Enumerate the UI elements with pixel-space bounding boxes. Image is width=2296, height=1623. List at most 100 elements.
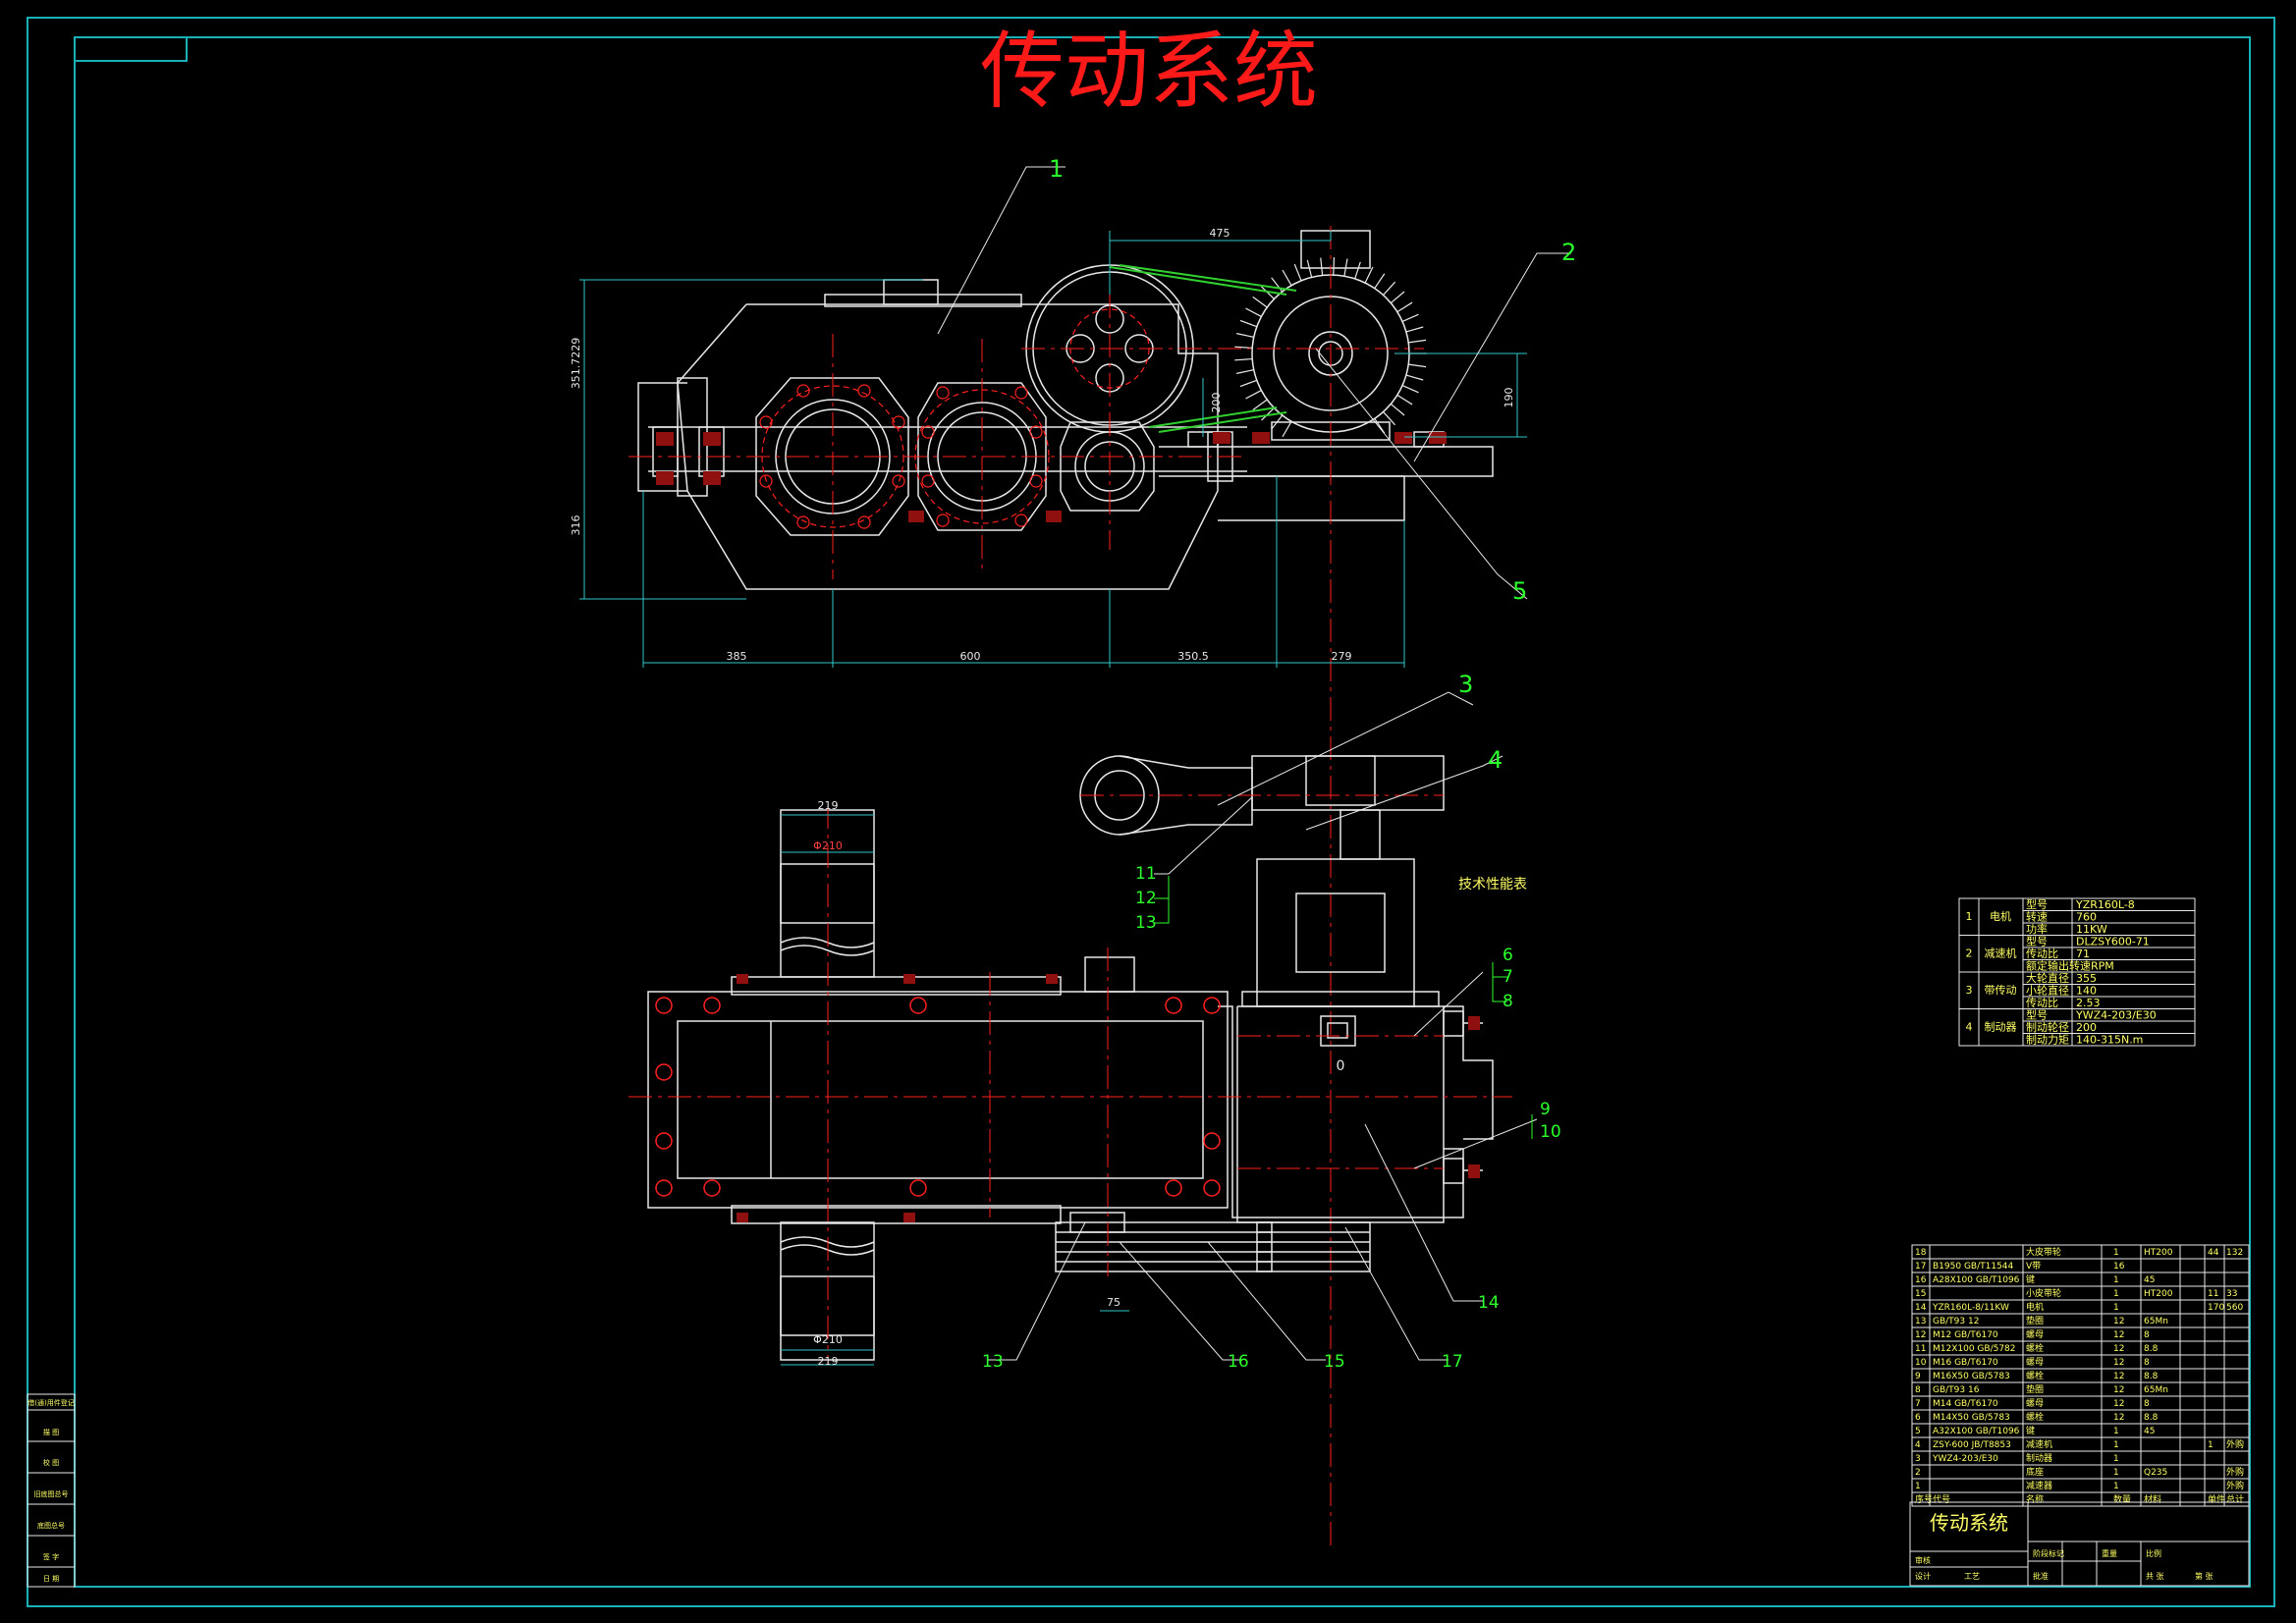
bom-cell: GB/T93 16: [1933, 1385, 1980, 1395]
bom-cell: 11: [1915, 1344, 1926, 1354]
dim-75: 75: [1107, 1296, 1121, 1309]
dimension-text: 475 190 200 351.7229 316 385 600 350.5 2…: [570, 227, 1515, 663]
spec-value: DLZSY600-71: [2076, 936, 2150, 948]
ls-2: 校 图: [43, 1458, 59, 1467]
bom-cell: 45: [2144, 1427, 2155, 1436]
spec-param: 制动轮径: [2026, 1020, 2069, 1034]
bom-cell: 数量: [2113, 1493, 2131, 1505]
spec-no: 4: [1966, 1021, 1973, 1034]
spec-value: YZR160L-8: [2075, 898, 2135, 911]
callout-13: 13: [1135, 913, 1157, 933]
bom-cell: ZSY-600 JB/T8853: [1933, 1440, 2011, 1450]
bom-cell: 12: [2113, 1317, 2124, 1326]
motor-fin: [1364, 266, 1374, 284]
spec-param: 传动比: [2026, 997, 2058, 1009]
bom-cell: 1: [2113, 1303, 2119, 1313]
large-pulley-side: [1055, 1221, 1273, 1272]
motor-fin: [1239, 379, 1258, 388]
bom-cell: 12: [2113, 1358, 2124, 1368]
callout-7: 7: [1503, 967, 1513, 987]
dim-190: 190: [1503, 388, 1515, 408]
motor-fin: [1282, 269, 1292, 287]
bom-cell: 18: [1915, 1248, 1927, 1258]
spec-value: 140: [2076, 985, 2097, 998]
tb-design: 设计: [1915, 1571, 1931, 1581]
motor-fin: [1390, 403, 1405, 416]
plan-dim-text: 219 Φ210 Φ210 219 75 0: [813, 799, 1344, 1368]
bom-cell: 3: [1915, 1454, 1921, 1464]
bom-cell: 8.8: [2144, 1372, 2159, 1381]
spec-value: YWZ4-203/E30: [2075, 1009, 2157, 1022]
motor-fin: [1252, 296, 1268, 308]
spec-value: 200: [2076, 1021, 2097, 1034]
callout-14: 14: [1478, 1293, 1500, 1313]
centerlines-plan: [629, 794, 1512, 1365]
bom-cell: 大皮带轮: [2026, 1246, 2061, 1258]
spec-no: 1: [1966, 910, 1973, 923]
spec-value: 11KW: [2076, 923, 2107, 936]
spec-param: 传动比: [2026, 947, 2058, 960]
spec-group: 带传动: [1985, 984, 2017, 997]
spec-param: 大轮直径: [2026, 971, 2069, 985]
ls-4: 底图总号: [37, 1521, 65, 1530]
bom-cell: 螺栓: [2026, 1342, 2044, 1354]
motor-fin: [1374, 273, 1386, 290]
bom-cell: 1: [2113, 1248, 2119, 1258]
bom-cell: 8: [2144, 1358, 2150, 1368]
bom-cell: 键: [2026, 1425, 2035, 1436]
ls-3: 旧底图总号: [34, 1489, 69, 1498]
bom-cell: 8: [1915, 1385, 1921, 1395]
spec-value: 140-315N.m: [2076, 1034, 2143, 1047]
tb-stage: 阶段标记: [2033, 1548, 2064, 1558]
bom-cell: 13: [1915, 1317, 1926, 1326]
bom-cell: 170: [2208, 1303, 2224, 1313]
centerlines-top: [629, 226, 1424, 1551]
bom-cell: 10: [1915, 1358, 1927, 1368]
bom-cell: 65Mn: [2144, 1385, 2168, 1395]
motor-fin: [1390, 291, 1405, 304]
bom-cell: 材料: [2144, 1493, 2161, 1505]
motor-fin: [1234, 357, 1253, 361]
bom-cell: GB/T93 12: [1933, 1317, 1979, 1326]
bom-cell: 9: [1915, 1372, 1921, 1381]
title-block-name: 传动系统: [1930, 1511, 2008, 1535]
motor-fin: [1383, 411, 1396, 426]
tb-scale: 比例: [2146, 1548, 2161, 1558]
title-block: 传动系统 阶段标记 重量 比例 设计 审核 工艺 批准 共 张 第 张: [1909, 1501, 2250, 1587]
tb-process: 工艺: [1964, 1572, 1980, 1581]
tb-sheets: 共 张: [2146, 1572, 2164, 1581]
tb-review: 审核: [1915, 1555, 1931, 1565]
bom-cell: 12: [1915, 1330, 1926, 1340]
v-belt: [1109, 264, 1297, 433]
tb-approve: 批准: [2033, 1571, 2049, 1581]
dim-219-bottom: 219: [818, 1355, 839, 1368]
dimension-lines: [579, 231, 1527, 668]
spec-value: 760: [2076, 911, 2097, 924]
bom-cell: 4: [1915, 1440, 1921, 1450]
bom-cell: 1: [2208, 1440, 2214, 1450]
motor-fin: [1261, 286, 1275, 299]
callout-10: 10: [1540, 1122, 1561, 1142]
bom-cell: M12X100 GB/5782: [1933, 1344, 2016, 1354]
leader-lines: [937, 166, 1571, 1361]
bom-cell: 1: [2113, 1468, 2119, 1478]
motor-fin: [1245, 307, 1262, 317]
callout-5: 5: [1512, 577, 1527, 605]
dim-600: 600: [960, 650, 981, 663]
motor-fin: [1401, 313, 1419, 323]
spec-param: 小轮直径: [2026, 984, 2069, 998]
bom-cell: 7: [1915, 1399, 1921, 1409]
dim-279: 279: [1332, 650, 1352, 663]
ls-1: 描 图: [43, 1428, 59, 1436]
bom-cell: 33: [2226, 1289, 2237, 1299]
callout-3: 3: [1458, 671, 1473, 698]
bom-cell: 2: [1915, 1468, 1921, 1478]
bom-cell: 12: [2113, 1330, 2124, 1340]
bom-cell: 65Mn: [2144, 1317, 2168, 1326]
spec-group: 制动器: [1985, 1021, 2017, 1034]
bom-cell: 减速器: [2026, 1480, 2052, 1491]
page-title: 传动系统: [980, 23, 1318, 121]
bom-cell: 螺栓: [2026, 1411, 2044, 1423]
bom-cell: M16X50 GB/5783: [1933, 1372, 2010, 1381]
